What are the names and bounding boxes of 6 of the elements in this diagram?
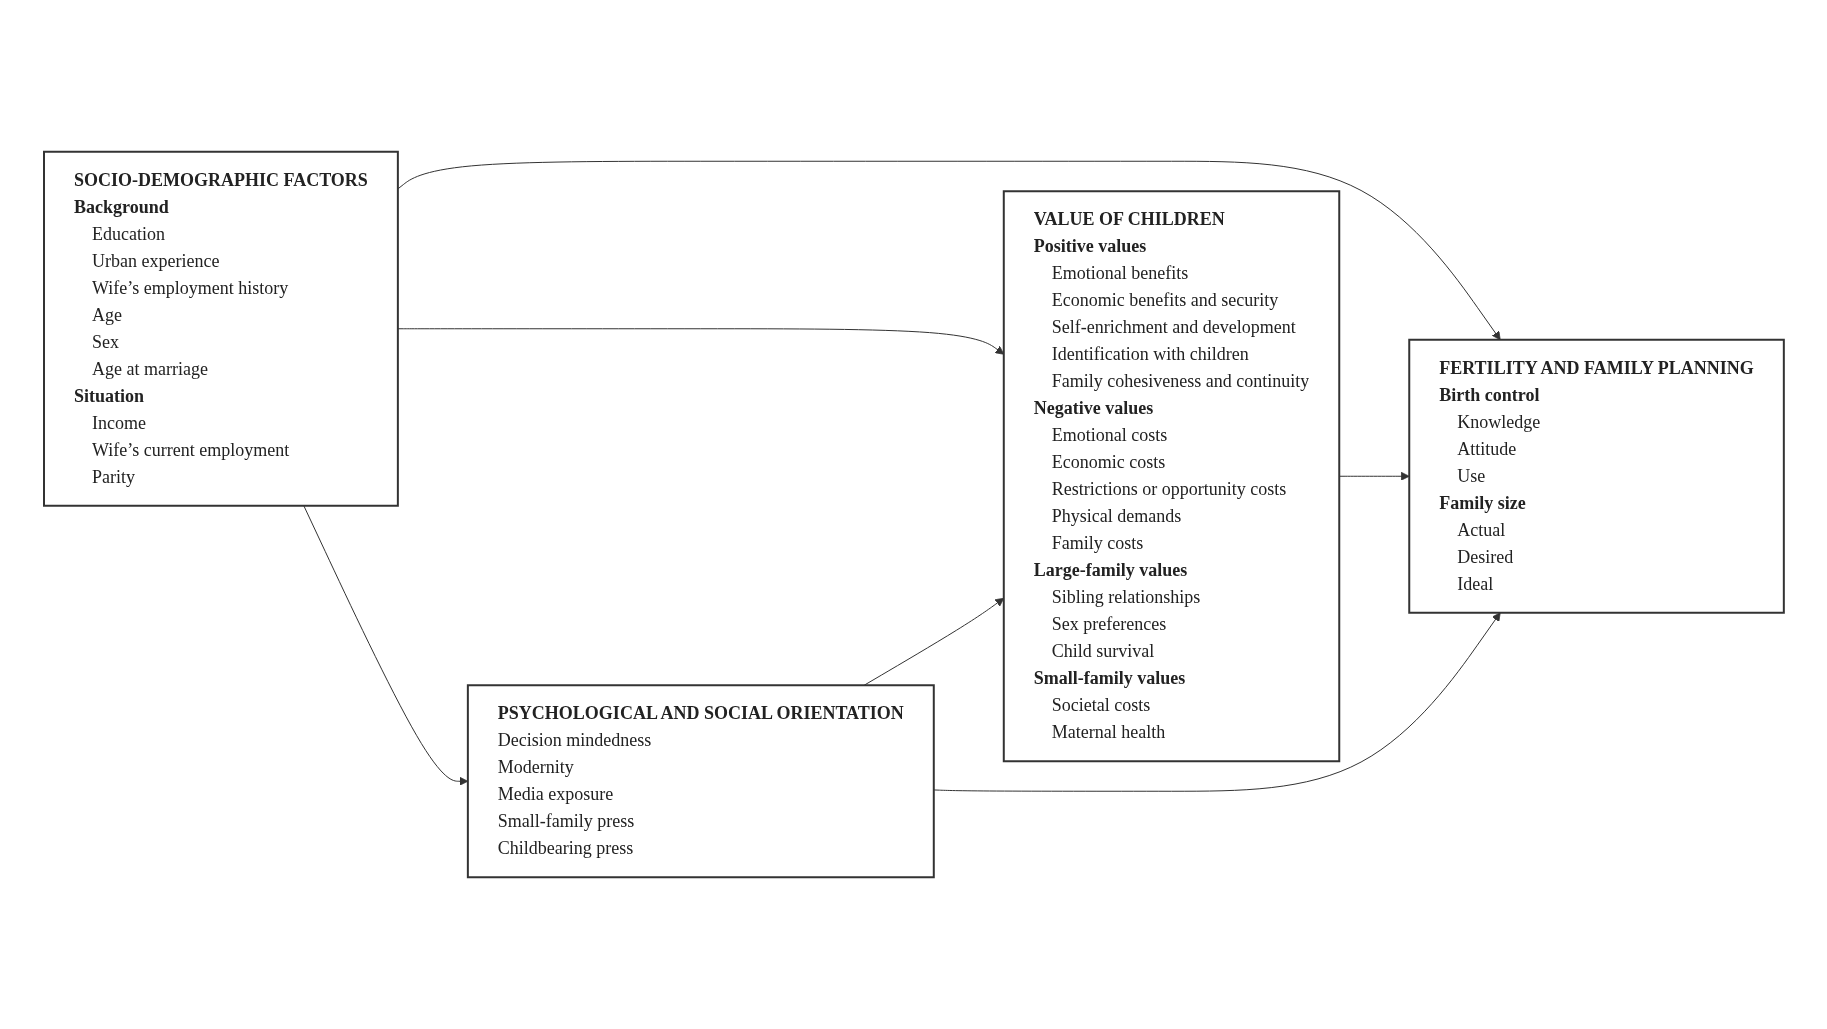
node-box: VALUE OF CHILDREN Positive values Emotional benefits Economic benefits and security Self-enrichment and development Identification with children Family cohesiveness and continuity Negative values Emotional costs Economic costs Restrictions or opportunity costs Physical demands Family costs Large-family values Sibling relationships Sex preferences Child survival Small-family values Societal costs Maternal health (1002, 190, 1340, 763)
arrow (863, 597, 1004, 686)
node-box: FERTILITY AND FAMILY PLANNING Birth control Knowledge Attitude Use Family size Actual Desired Ideal (1407, 338, 1785, 614)
node-box: PSYCHOLOGICAL AND SOCIAL ORIENTATION Decision mindedness Modernity Media exposure Small-family press Childbearing press (466, 684, 935, 879)
arrow (302, 505, 468, 786)
node-box: SOCIO-DEMOGRAPHIC FACTORS Background Education Urban experience Wife’s employment history Age Sex Age at marriage Situation Income Wife’s current employment Parity (42, 150, 399, 507)
